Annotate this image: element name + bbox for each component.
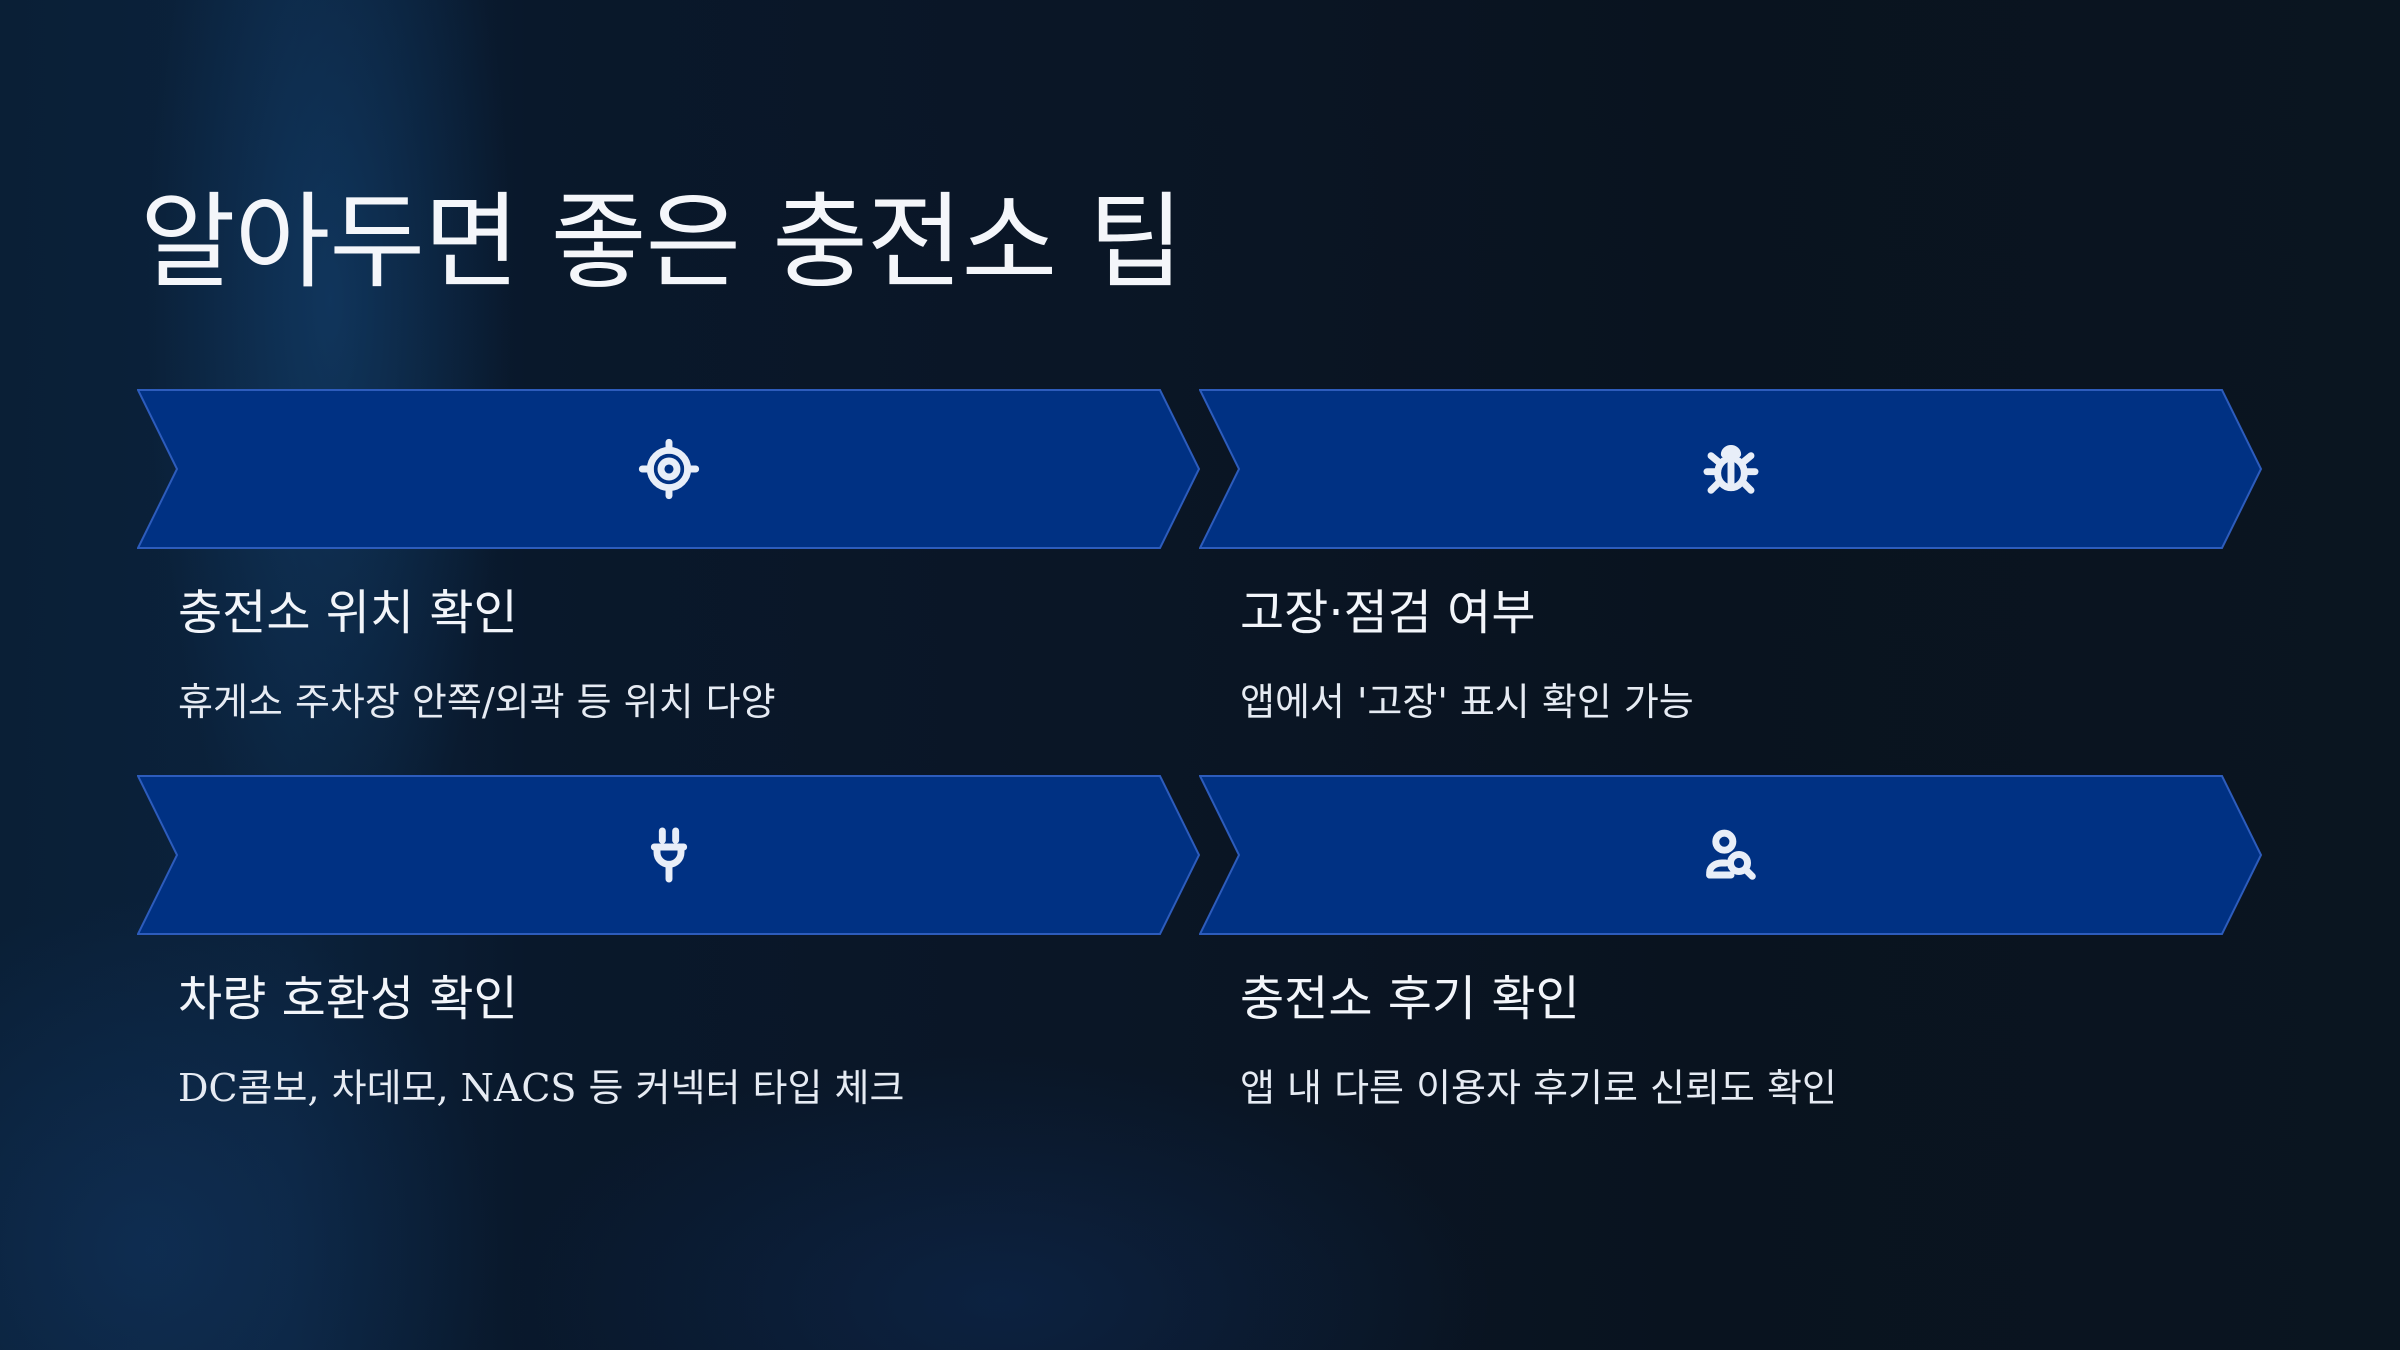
plug-icon: [650, 827, 688, 883]
user-search-icon: [1706, 829, 1756, 880]
tip-chevron-4: [1199, 775, 2263, 935]
crosshair-locate-icon: [638, 438, 700, 500]
tip-heading-1: 충전소 위치 확인: [178, 585, 518, 641]
tip-chevron-1: [137, 389, 1201, 549]
tip-heading-4: 충전소 후기 확인: [1240, 971, 1580, 1027]
slide-title: 알아두면 좋은 충전소 팁: [140, 181, 1184, 303]
tip-chevron-3: [137, 775, 1201, 935]
tip-description-4: 앱 내 다른 이용자 후기로 신뢰도 확인: [1240, 1066, 1837, 1110]
tip-description-3: DC콤보, 차데모, NACS 등 커넥터 타입 체크: [178, 1066, 905, 1110]
chevron-shape: [137, 389, 1201, 549]
tip-heading-2: 고장·점검 여부: [1240, 585, 1536, 641]
tip-heading-3: 차량 호환성 확인: [178, 971, 518, 1027]
tip-chevron-2: [1199, 389, 2263, 549]
bug-icon: [1703, 445, 1759, 494]
tip-description-1: 휴게소 주차장 안쪽/외곽 등 위치 다양: [178, 680, 776, 724]
tip-description-2: 앱에서 '고장' 표시 확인 가능: [1240, 680, 1694, 724]
chevron-shape: [137, 775, 1201, 935]
